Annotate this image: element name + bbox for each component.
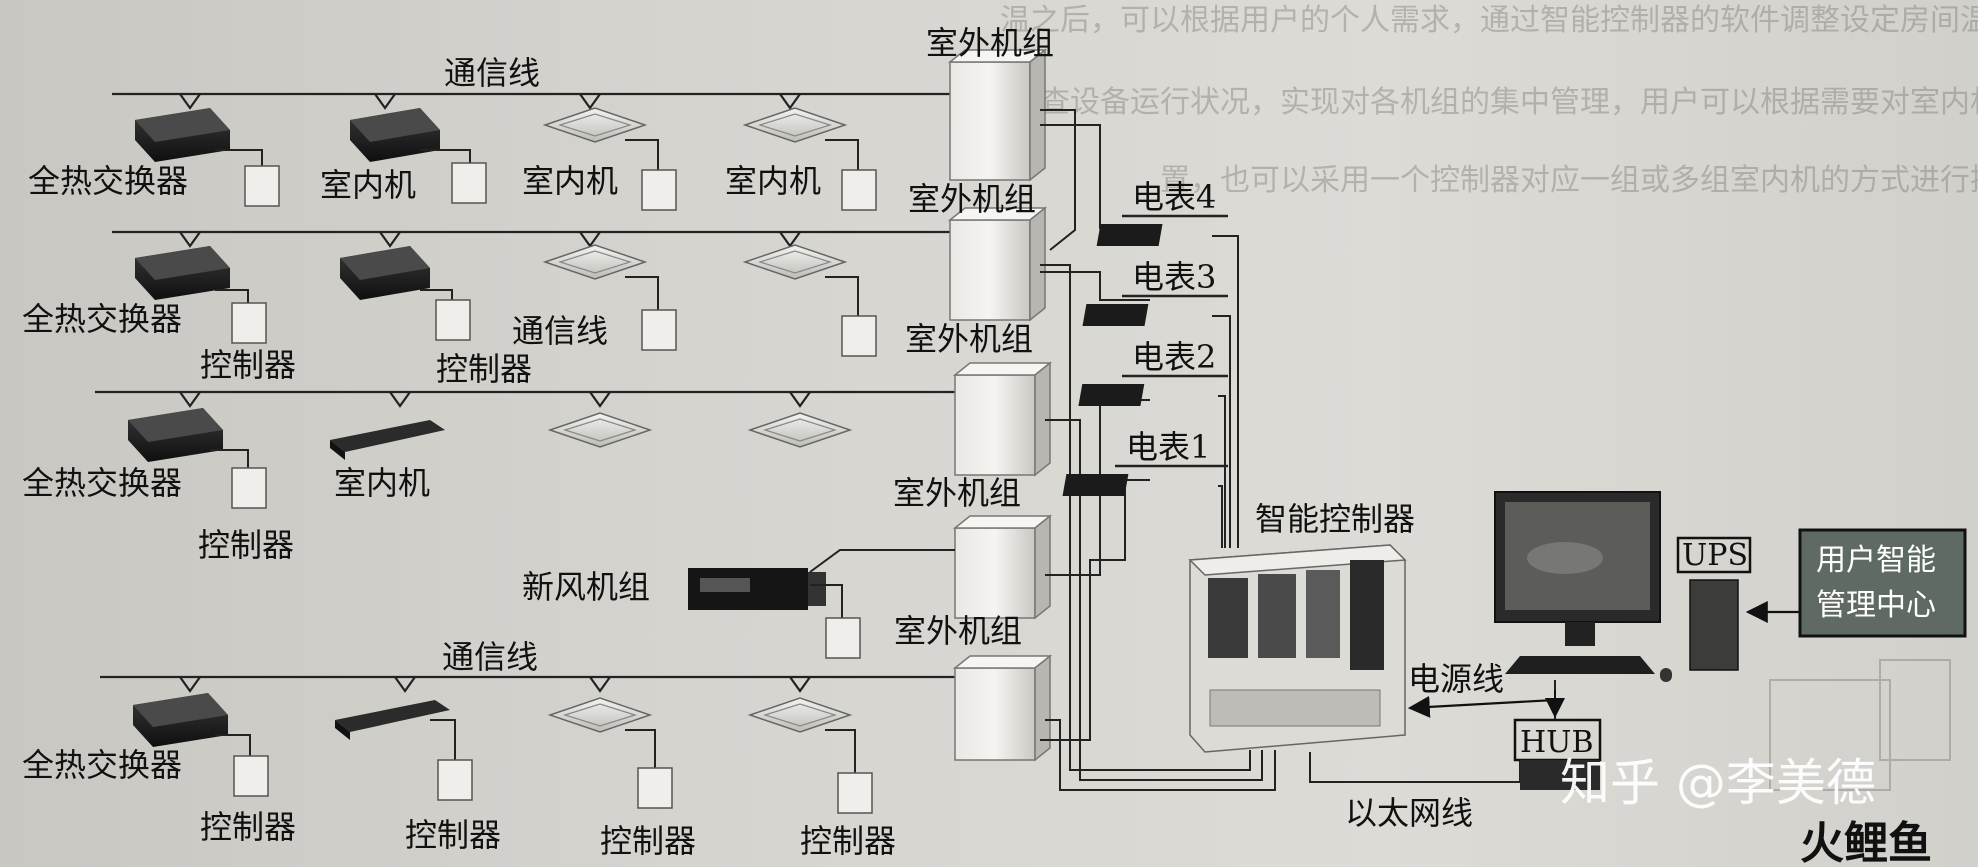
background-text-line-2: 查设备运行状况，实现对各机组的集中管理，用户可以根据需要对室内机进行设 <box>1040 85 1978 120</box>
meter-4 <box>1096 214 1228 246</box>
outdoor-unit-4 <box>952 514 1053 620</box>
row5-exchanger-label: 全热交换器 <box>22 746 182 784</box>
hub-label: HUB <box>1520 725 1594 760</box>
row3-cassette-1 <box>547 412 653 448</box>
outdoor-unit-3 <box>952 361 1053 477</box>
row1-cassette-1 <box>542 107 648 143</box>
outdoor-units <box>947 48 1053 762</box>
row1-indoor-label-3: 室内机 <box>725 162 821 200</box>
controller-box <box>637 767 673 809</box>
center-label-line-2: 管理中心 <box>1816 588 1936 623</box>
ethernet-line <box>1309 752 1521 783</box>
row3-controller-label: 控制器 <box>198 526 294 564</box>
controller-box <box>231 302 267 344</box>
background-text-line-3: 置，也可以采用一个控制器对应一组或多组室内机的方式进行控制 <box>1160 163 1978 198</box>
controller-box <box>841 315 877 357</box>
meter-3-label: 电表3 <box>1132 258 1216 296</box>
fresh-air-label: 新风机组 <box>522 568 650 606</box>
fresh-air-unit <box>688 568 826 610</box>
meter-3 <box>1082 294 1228 326</box>
background-text-line-1: 温之后，可以根据用户的个人需求，通过智能控制器的软件调整设定房间温度、检 <box>1000 3 1978 38</box>
background-text: 温之后，可以根据用户的个人需求，通过智能控制器的软件调整设定房间温度、检 查设备… <box>1000 3 1978 198</box>
row3-exchanger <box>128 408 223 462</box>
row1-cassette-2 <box>742 107 848 143</box>
row3-exchanger-label: 全热交换器 <box>22 464 182 502</box>
controller-box <box>244 165 280 207</box>
row2-outdoor-label: 室外机组 <box>908 180 1036 218</box>
meter-1-label: 电表1 <box>1126 428 1210 466</box>
row1-ducted-unit <box>350 108 440 162</box>
controller-box <box>825 617 861 659</box>
meter-2-label: 电表2 <box>1132 338 1216 376</box>
watermark: 知乎 @李美德 <box>1560 754 1876 812</box>
fresh-air-link <box>809 549 955 573</box>
row2-cassette-2 <box>742 244 848 280</box>
controller-box <box>437 759 473 801</box>
row1-indoor-label-1: 室内机 <box>320 166 416 204</box>
meter-4-label: 电表4 <box>1132 178 1216 216</box>
center-label-line-1: 用户智能 <box>1816 543 1936 578</box>
row3-outdoor-label: 室外机组 <box>905 320 1033 358</box>
controller-box <box>641 309 677 351</box>
outdoor-unit-2 <box>947 206 1048 322</box>
row5-controller-label-4: 控制器 <box>800 822 896 860</box>
controller-wires <box>210 139 859 775</box>
smart-controller-label: 智能控制器 <box>1255 500 1415 538</box>
row5-cassette-2 <box>747 697 853 733</box>
row1-outdoor-label: 室外机组 <box>926 24 1054 62</box>
power-line-label: 电源线 <box>1408 660 1504 698</box>
row2-line-label: 通信线 <box>512 312 608 350</box>
computer <box>1494 491 1672 682</box>
row1-exchanger-label: 全热交换器 <box>28 162 188 200</box>
power-line-arrow <box>1407 695 1556 718</box>
row5-outdoor-label: 室外机组 <box>894 612 1022 650</box>
row5-wall-unit <box>335 700 450 740</box>
hub-box <box>1513 680 1602 790</box>
outdoor-unit-1 <box>947 48 1048 182</box>
row2-exchanger <box>135 246 230 300</box>
controller-box <box>837 772 873 814</box>
row5-exchanger <box>133 693 228 747</box>
row5-controller-label-1: 控制器 <box>200 808 296 846</box>
row2-controller-label-2: 控制器 <box>436 350 532 388</box>
row2-cassette-1 <box>542 244 648 280</box>
wall-controllers <box>231 162 877 814</box>
row1-exchanger <box>135 108 230 162</box>
row2-controller-label-1: 控制器 <box>200 346 296 384</box>
controller-box <box>451 162 487 204</box>
row2-exchanger-label: 全热交换器 <box>22 300 182 338</box>
row3-cassette-2 <box>747 412 853 448</box>
meter-2 <box>1078 374 1228 406</box>
controller-box <box>641 169 677 211</box>
communication-lines <box>95 92 960 693</box>
background-desk-illustration <box>1769 659 1951 791</box>
meter-1 <box>1062 464 1228 496</box>
row3-wall-unit <box>330 420 445 460</box>
row2-ducted-unit <box>340 246 430 300</box>
controller-box <box>231 467 267 509</box>
ups-label: UPS <box>1682 538 1748 573</box>
row3-indoor-label: 室内机 <box>334 464 430 502</box>
smart-controller <box>1188 544 1407 753</box>
user-center-box <box>1745 528 1967 638</box>
ups-tower <box>1676 536 1752 671</box>
meters <box>1062 214 1239 548</box>
ethernet-label: 以太网线 <box>1345 794 1473 832</box>
controller-box <box>233 755 269 797</box>
row5-controller-label-2: 控制器 <box>405 816 501 854</box>
row5-line-label: 通信线 <box>442 638 538 676</box>
row1-line-label: 通信线 <box>444 54 540 92</box>
controller-box <box>841 169 877 211</box>
row1-indoor-label-2: 室内机 <box>522 162 618 200</box>
watermark-2: 火鲤鱼 <box>1800 818 1932 867</box>
outdoor-unit-5 <box>952 654 1053 762</box>
row4-outdoor-label: 室外机组 <box>893 474 1021 512</box>
controller-box <box>435 299 471 341</box>
row5-controller-label-3: 控制器 <box>600 822 696 860</box>
row5-cassette-1 <box>547 697 653 733</box>
